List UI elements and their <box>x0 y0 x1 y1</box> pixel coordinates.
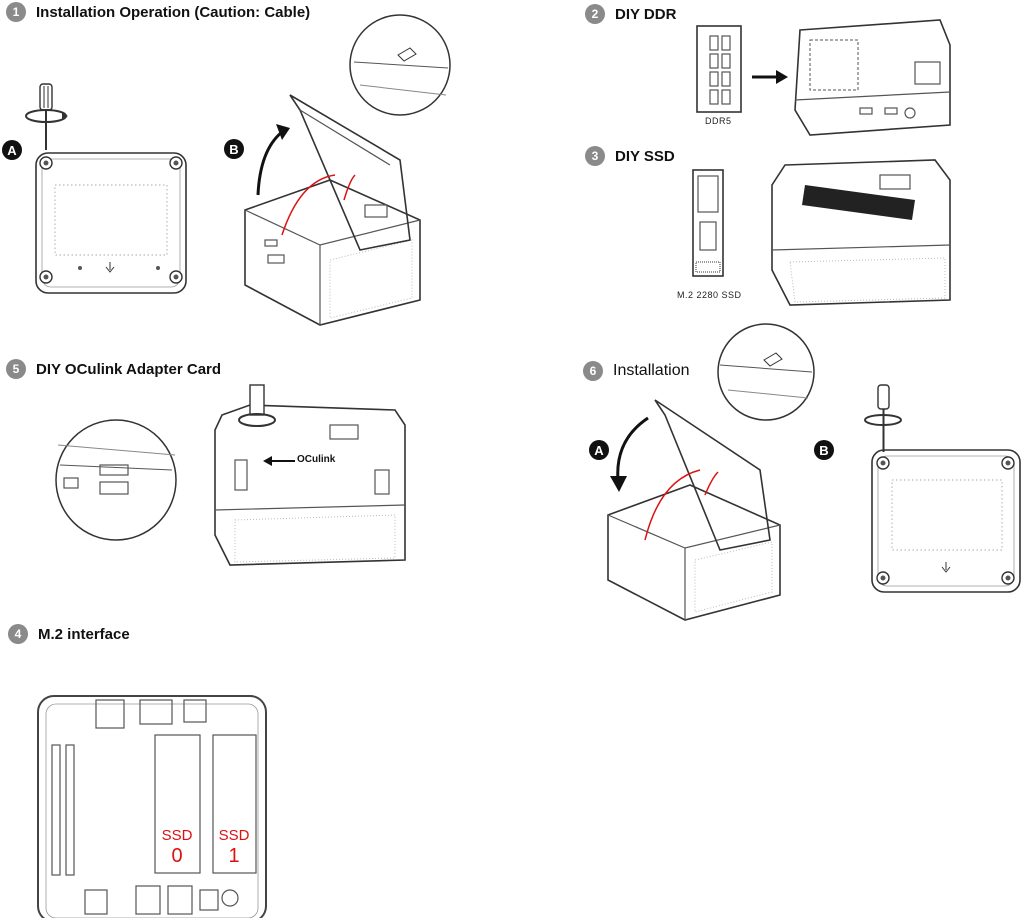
curved-arrow-icon <box>256 124 290 196</box>
left-arrow-icon <box>263 456 295 466</box>
step-title: Installation <box>613 362 690 379</box>
zoom-detail-circle <box>717 323 815 421</box>
ssd0-number: 0 <box>171 845 183 867</box>
device-close-illustration <box>607 399 781 621</box>
step-title: Installation Operation (Caution: Cable) <box>36 3 311 21</box>
ssd-module-label: M.2 2280 SSD <box>677 290 742 300</box>
device-open-illustration <box>244 94 421 326</box>
step-title: DIY OCulink Adapter Card <box>36 360 222 378</box>
device-ddr-illustration <box>794 19 951 136</box>
step-number-badge: 5 <box>6 359 26 379</box>
oculink-zoom-circle <box>55 419 177 541</box>
device-ssd-illustration <box>771 159 951 306</box>
right-arrow-icon <box>752 70 788 84</box>
device-oculink-illustration <box>214 384 406 566</box>
ssd1-label: SSD <box>218 827 250 844</box>
ssd0-label: SSD <box>161 827 193 844</box>
marker-b: B <box>814 440 834 460</box>
ddr5-module <box>696 25 742 113</box>
step-4-heading: 4 M.2 interface <box>8 624 130 644</box>
marker-b: B <box>224 139 244 159</box>
ssd1-number: 1 <box>228 845 240 867</box>
oculink-label: OCulink <box>297 454 336 465</box>
m2-ssd-module <box>692 169 724 277</box>
ddr5-label: DDR5 <box>705 116 732 126</box>
step-title: M.2 interface <box>38 625 130 643</box>
rotate-arrow-icon <box>25 109 68 123</box>
step-number-badge: 4 <box>8 624 28 644</box>
step-number-badge: 2 <box>585 4 605 24</box>
step-number-badge: 3 <box>585 146 605 166</box>
zoom-detail-circle <box>349 14 451 116</box>
step-5-heading: 5 DIY OCulink Adapter Card <box>6 359 221 379</box>
marker-a: A <box>589 440 609 460</box>
step-3-heading: 3 DIY SSD <box>585 146 675 166</box>
step-title: DIY DDR <box>615 5 677 23</box>
motherboard-m2-diagram <box>37 695 267 918</box>
step-2-heading: 2 DIY DDR <box>585 4 676 24</box>
curved-arrow-icon <box>610 416 649 492</box>
step-number-badge: 6 <box>583 361 603 381</box>
step-number-badge: 1 <box>6 2 26 22</box>
step-title: DIY SSD <box>615 147 675 165</box>
step-6-heading: 6 Installation <box>583 361 690 381</box>
device-bottom-view <box>35 152 187 294</box>
screwdriver-icon <box>864 384 902 452</box>
device-bottom-view <box>871 449 1021 593</box>
screwdriver-icon <box>39 83 53 150</box>
step-1-heading: 1 Installation Operation (Caution: Cable… <box>6 2 310 22</box>
marker-a: A <box>2 140 22 160</box>
